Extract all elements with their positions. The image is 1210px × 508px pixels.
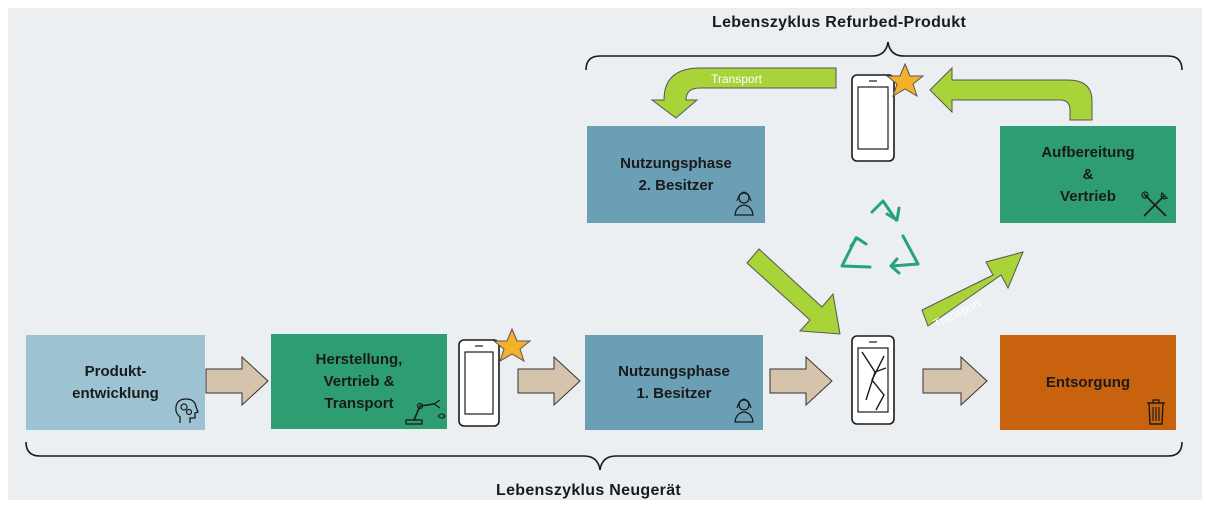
box-entsorgung: Entsorgung xyxy=(1000,335,1176,430)
head-gears-icon xyxy=(175,398,199,423)
box-nutzung1-label: Nutzungsphase 1. Besitzer xyxy=(618,362,730,402)
box-produktentwicklung-label: Produkt- entwicklung xyxy=(72,362,159,402)
box-aufbereitung: Aufbereitung & Vertrieb xyxy=(1000,126,1176,223)
box-herstellung-label: Herstellung, Vertrieb & Transport xyxy=(315,350,403,412)
trash-icon xyxy=(1147,399,1165,425)
wrench-screwdriver-icon xyxy=(1141,191,1169,217)
top-brace xyxy=(585,41,1183,71)
star-icon xyxy=(492,327,532,363)
arrow-lime-diagonal-down xyxy=(746,248,841,335)
box-produktentwicklung: Produkt- entwicklung xyxy=(26,335,205,430)
arrow-tan-3 xyxy=(769,355,833,407)
box-nutzung2: Nutzungsphase 2. Besitzer xyxy=(587,126,765,223)
arrow-tan-1 xyxy=(205,355,269,407)
box-entsorgung-label: Entsorgung xyxy=(1045,373,1131,391)
box-nutzung1: Nutzungsphase 1. Besitzer xyxy=(585,335,763,430)
arrow-lime-transport-top xyxy=(650,67,837,119)
broken-smartphone-icon xyxy=(851,335,895,425)
bottom-brace xyxy=(25,441,1183,471)
transport-top-label: Transport xyxy=(711,72,763,86)
arrow-tan-2 xyxy=(517,355,581,407)
robot-arm-icon xyxy=(405,399,446,425)
recycle-icon xyxy=(840,199,920,275)
smartphone-icon xyxy=(851,74,895,162)
smartphone-icon xyxy=(458,339,500,427)
title-refurbed-lifecycle: Lebenszyklus Refurbed-Produkt xyxy=(712,14,967,31)
arrow-tan-4 xyxy=(922,355,988,407)
box-nutzung2-label: Nutzungsphase 2. Besitzer xyxy=(620,154,732,194)
arrow-lime-aufbereitung xyxy=(929,66,1093,121)
title-new-device-lifecycle: Lebenszyklus Neugerät xyxy=(496,482,682,499)
arrow-lime-transport-diag xyxy=(921,251,1024,327)
star-icon xyxy=(885,62,925,98)
person-icon xyxy=(734,398,754,423)
person-icon xyxy=(734,191,754,216)
box-aufbereitung-label: Aufbereitung & Vertrieb xyxy=(1041,143,1135,205)
